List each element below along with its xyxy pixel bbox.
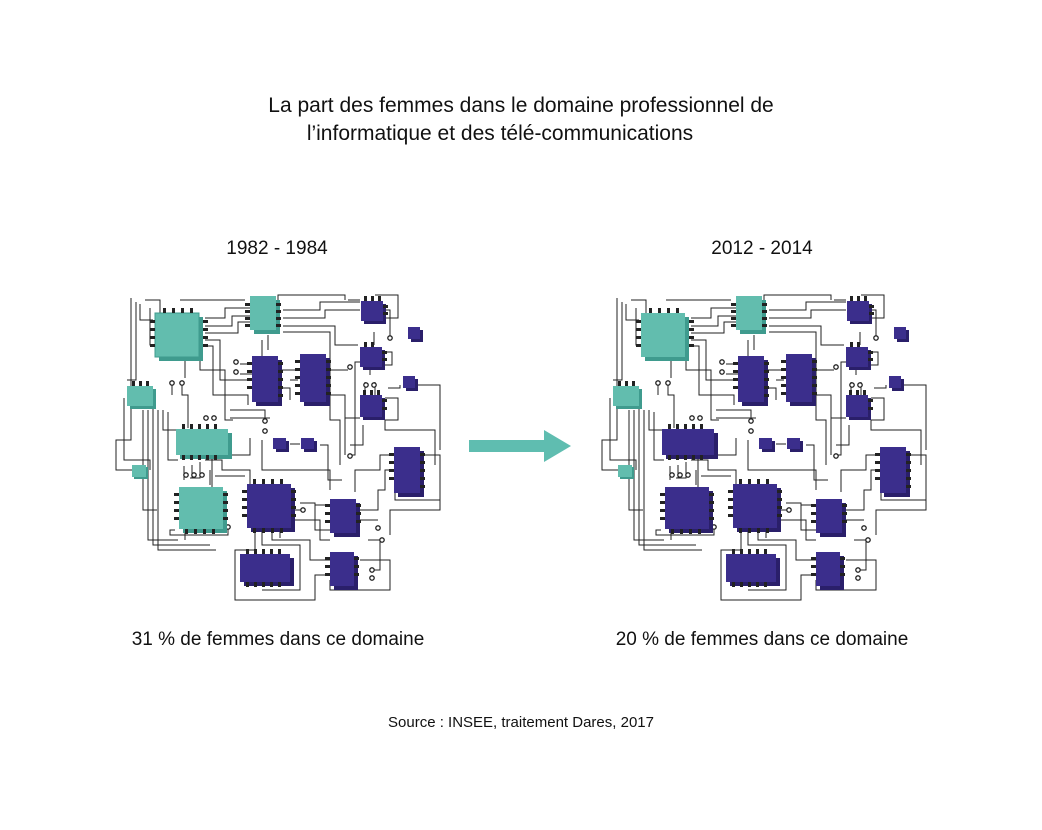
chip-purple-3 xyxy=(361,296,388,324)
chip-purple-10 xyxy=(875,447,911,497)
chip-teal-big-topleft xyxy=(636,308,694,361)
chip-teal-middle xyxy=(176,424,232,460)
chip-purple-11 xyxy=(325,499,361,537)
chip-teal-left xyxy=(127,381,156,409)
chip-purple-5 xyxy=(846,342,873,370)
chip-purple-4 xyxy=(408,327,423,342)
caption-left: 31 % de femmes dans ce domaine xyxy=(131,629,425,650)
chip-purple-12 xyxy=(240,549,294,587)
chip-purple-2 xyxy=(295,354,331,406)
chip-purple-2 xyxy=(781,354,817,406)
source-note: Source : INSEE, traitement Dares, 2017 xyxy=(388,714,654,731)
chip-purple-13 xyxy=(811,552,845,590)
chip-purple-13 xyxy=(325,552,359,590)
chip-purple-6 xyxy=(403,376,418,391)
chip-purple-1 xyxy=(247,356,283,406)
chip-purple-8 xyxy=(759,438,775,452)
chip-teal-tiny xyxy=(132,465,148,479)
chip-purple-8 xyxy=(273,438,289,452)
chip-purple-11 xyxy=(811,499,847,537)
chip-purple-10 xyxy=(389,447,425,497)
arrow-right-icon xyxy=(469,430,571,462)
chip-purple-12 xyxy=(726,549,780,587)
chip-teal-top xyxy=(731,296,767,334)
circuit-board-icon-right xyxy=(601,294,927,601)
chip-teal-left xyxy=(613,381,642,409)
chip-purple-big xyxy=(728,479,782,533)
chip-teal-top xyxy=(245,296,281,334)
chip-purple-9 xyxy=(787,438,803,452)
circuit-board-icon-left xyxy=(115,294,441,601)
chip-purple-big xyxy=(242,479,296,533)
chip-teal-big-topleft xyxy=(150,308,208,361)
chip-purple-middle xyxy=(662,424,718,460)
chip-teal-big-bottom xyxy=(174,487,228,534)
caption-right: 20 % de femmes dans ce domaine xyxy=(615,629,909,650)
chip-purple-big-bottom-left xyxy=(660,487,714,534)
chip-teal-tiny xyxy=(618,465,634,479)
chip-purple-4 xyxy=(894,327,909,342)
chip-purple-5 xyxy=(360,342,387,370)
chip-purple-7 xyxy=(846,390,873,420)
title-line-2: l’informatique et des télé-communication… xyxy=(306,122,694,145)
chip-purple-7 xyxy=(360,390,387,420)
period-label-right: 2012 - 2014 xyxy=(711,238,813,259)
chart-title: La part des femmes dans le domaine profe… xyxy=(0,92,1042,148)
period-label-left: 1982 - 1984 xyxy=(226,238,328,259)
chip-purple-1 xyxy=(733,356,769,406)
chip-purple-6 xyxy=(889,376,904,391)
chip-purple-9 xyxy=(301,438,317,452)
chip-purple-3 xyxy=(847,296,874,324)
title-line-1: La part des femmes dans le domaine profe… xyxy=(268,94,774,117)
